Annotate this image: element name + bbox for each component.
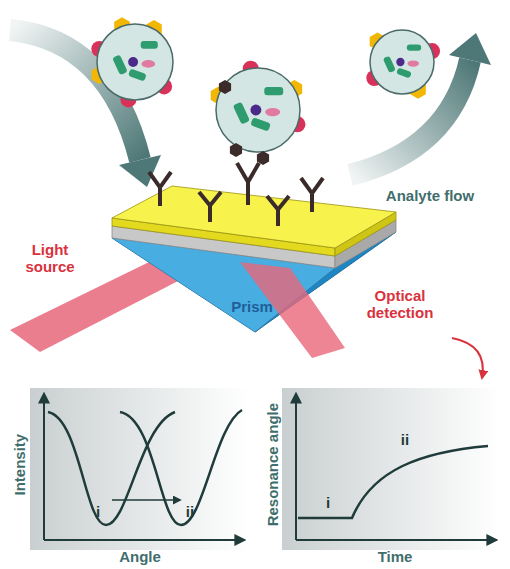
curve-label: ii — [178, 503, 202, 520]
curve-label: ii — [393, 431, 417, 448]
caption-label: Intensity — [11, 405, 28, 525]
sensorgram-curve — [298, 446, 488, 518]
resonance-curve-ii — [120, 410, 242, 525]
cell-group — [91, 17, 440, 165]
gold-film-top — [112, 186, 396, 248]
curve-label: i — [88, 503, 108, 520]
x-axis — [44, 539, 244, 541]
antibody — [237, 163, 259, 205]
detection-arrow — [452, 338, 483, 378]
caption-label: Resonance angle — [264, 390, 281, 540]
curve-label: i — [318, 494, 338, 511]
x-axis — [296, 539, 496, 541]
antibody-group — [149, 163, 323, 226]
antibody — [149, 172, 171, 206]
y-axis — [295, 394, 297, 540]
chart-panel — [30, 388, 248, 550]
caption-label: Time — [355, 548, 435, 565]
antibody — [301, 178, 323, 212]
shift-arrow — [112, 499, 180, 501]
analyte-cell — [366, 30, 440, 99]
prism-node: Prism — [227, 296, 277, 317]
caption-label: Optical detection — [355, 287, 445, 322]
antibody — [199, 192, 221, 222]
analyte-cell — [211, 61, 306, 165]
flow-arrow-head — [449, 33, 491, 65]
flow-arrow-head — [119, 155, 161, 187]
prism-label: Prism — [231, 298, 273, 315]
caption-label: Analyte flow — [375, 187, 485, 204]
analyte-cell — [91, 17, 173, 107]
y-axis — [43, 394, 45, 540]
chart-panel — [282, 388, 500, 550]
caption-label: Light source — [15, 241, 85, 276]
caption-label: Angle — [100, 548, 180, 565]
antibody — [267, 196, 289, 226]
